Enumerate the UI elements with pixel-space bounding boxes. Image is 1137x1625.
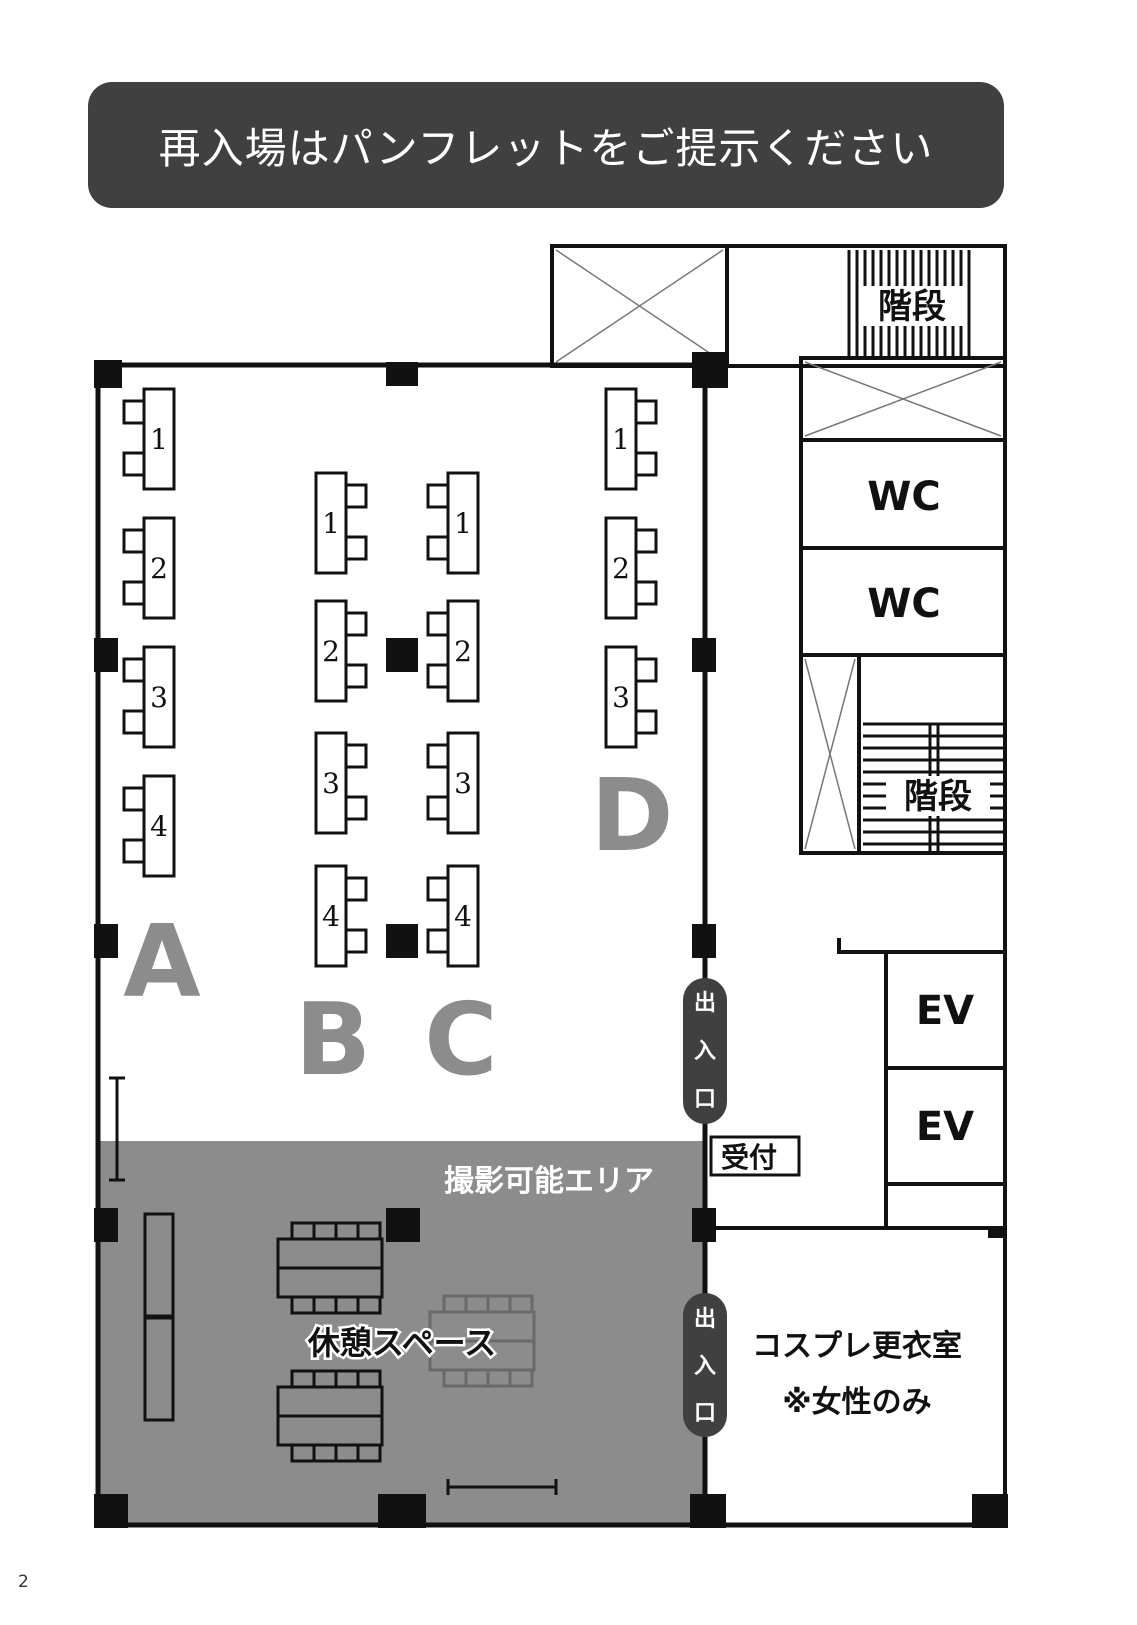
table-number-b-4: 4 [322,900,340,933]
table-number-d-3: 3 [612,681,630,714]
annex-walls [550,244,1007,1525]
entrance-upper-char-2: 入 [694,1039,716,1064]
reception-box [709,1135,801,1177]
table-b-2[interactable]: 2 [314,599,368,703]
reentry-notice-banner: 再入場はパンフレットをご提示ください [88,82,1004,208]
table-number-d-2: 2 [612,552,630,585]
rest-table-bottom-left [276,1369,384,1463]
table-b-4[interactable]: 4 [314,864,368,968]
table-d-1[interactable]: 1 [604,387,658,491]
photo-area-label: 撮影可能エリア [444,1164,654,1199]
table-number-b-3: 3 [322,767,340,800]
table-number-a-1: 1 [150,423,168,456]
table-number-c-2: 2 [454,635,472,668]
table-c-1[interactable]: 1 [426,471,480,575]
rest-space-tables [276,1221,536,1463]
ev-label-2: EV [916,1104,974,1150]
changing-room-note: ※女性のみ [782,1385,931,1420]
table-number-c-3: 3 [454,767,472,800]
changing-room-label: コスプレ更衣室 [752,1329,962,1364]
entrance-lower[interactable]: 出 入 口 [683,1293,727,1437]
ev-label-1: EV [916,988,974,1034]
table-a-4[interactable]: 4 [122,774,176,878]
table-a-1[interactable]: 1 [122,387,176,491]
table-c-3[interactable]: 3 [426,731,480,835]
entrance-lower-char-2: 入 [694,1354,716,1379]
middle-stairs-label-bg [886,776,990,816]
rest-table-center [428,1294,536,1388]
page-number: 2 [18,1572,29,1592]
table-c-4[interactable]: 4 [426,864,480,968]
table-number-b-2: 2 [322,635,340,668]
photo-area-shading [98,1141,703,1525]
table-d-2[interactable]: 2 [604,516,658,620]
zone-letter-d: D [590,757,673,874]
table-number-d-1: 1 [612,423,630,456]
table-number-c-1: 1 [454,507,472,540]
wc-label-2: WC [867,581,940,627]
table-a-3[interactable]: 3 [122,645,176,749]
entrance-upper-char-1: 出 [694,991,716,1016]
entrance-upper-char-3: 口 [694,1087,716,1112]
entrance-lower-char-3: 口 [694,1401,716,1426]
table-number-c-4: 4 [454,900,472,933]
rest-space-label: 休憩スペース [307,1324,496,1362]
table-b-1[interactable]: 1 [314,471,368,575]
middle-stairs-label: 階段 [904,777,972,817]
zone-letter-b: B [295,981,371,1098]
rest-table-top-left [276,1221,384,1315]
table-number-b-1: 1 [322,507,340,540]
entrance-lower-char-1: 出 [694,1307,716,1332]
top-stairs-label-bg [860,286,964,326]
table-number-a-4: 4 [150,810,168,843]
banner-text: 再入場はパンフレットをご提示ください [158,123,934,173]
wc-label-1: WC [867,474,940,520]
table-a-2[interactable]: 2 [122,516,176,620]
reception-label: 受付 [721,1141,777,1174]
table-number-a-2: 2 [150,552,168,585]
long-benches [143,1212,175,1422]
entrance-upper[interactable]: 出 入 口 [683,978,727,1124]
table-number-a-3: 3 [150,681,168,714]
circle-tables: 1 2 3 4 1 2 3 4 1 2 3 4 1 2 3 [122,387,658,968]
table-c-2[interactable]: 2 [426,599,480,703]
zone-letter-c: C [424,981,497,1098]
table-d-3[interactable]: 3 [604,645,658,749]
dimension-markers [109,1076,558,1495]
top-stairs-label: 階段 [878,287,946,327]
void-shafts [555,249,1002,850]
table-b-3[interactable]: 3 [314,731,368,835]
zone-letter-a: A [123,903,200,1020]
pillars [94,352,1008,1528]
